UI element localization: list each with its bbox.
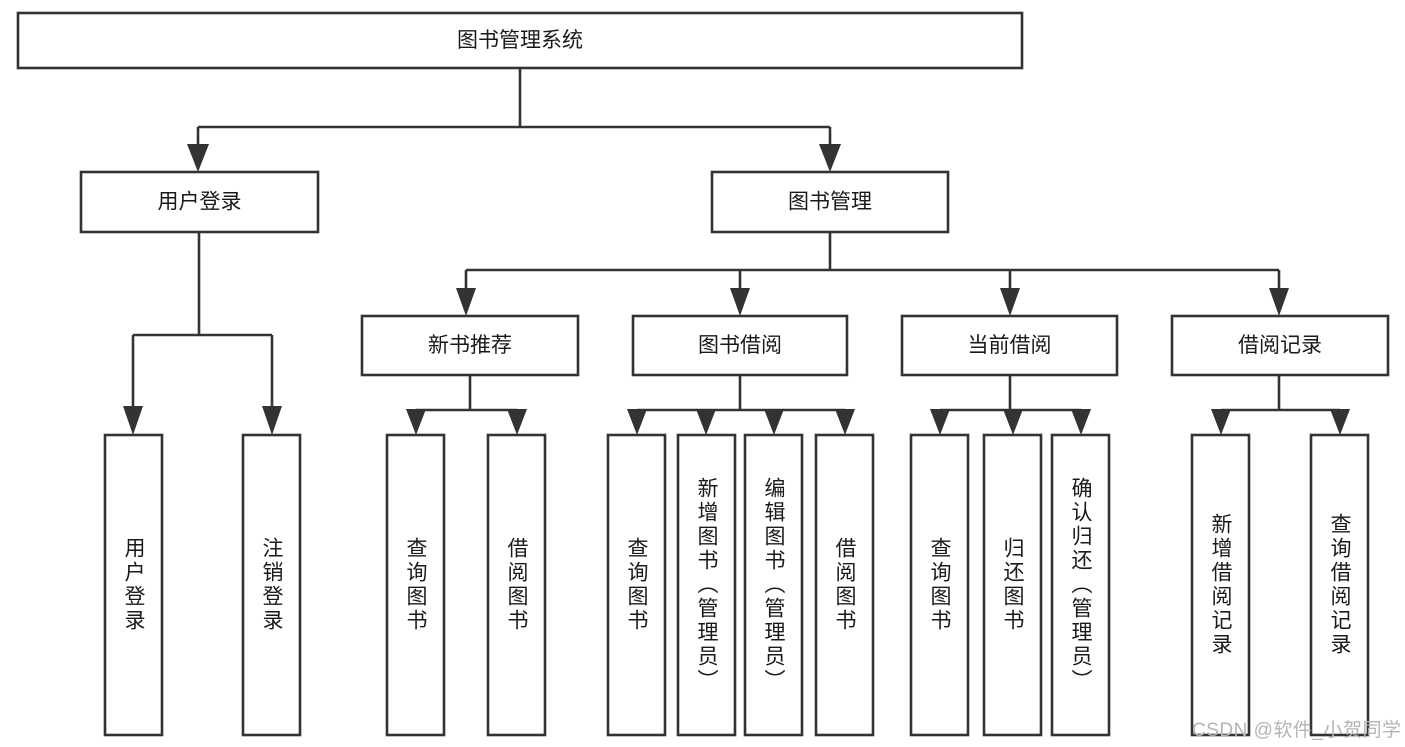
arrow-head-icon <box>696 409 716 435</box>
leaf-group <box>103 433 1370 737</box>
arrow-head-icon <box>507 409 527 435</box>
arrow-head-icon <box>1330 409 1350 435</box>
arrow-head-icon <box>930 409 950 435</box>
arrow-head-icon <box>123 406 143 435</box>
arrow-head-icon <box>627 409 647 435</box>
node-level2-box[interactable] <box>710 170 950 234</box>
node-leaf-box[interactable] <box>743 433 804 737</box>
connector-group-root <box>187 68 841 172</box>
node-level2[interactable]: 用户登录 <box>79 170 320 234</box>
node-leaf-box[interactable] <box>909 433 970 737</box>
watermark-text: CSDN @软件_小贺同学 <box>1192 720 1402 741</box>
node-level3-box[interactable] <box>900 314 1119 377</box>
arrow-head-icon <box>187 144 209 172</box>
node-leaf-box[interactable] <box>241 433 302 737</box>
node-level3-box[interactable] <box>631 314 849 377</box>
node-leaf-box[interactable] <box>103 433 164 737</box>
connector-group-user-login <box>123 232 282 435</box>
node-level3-label: 图书借阅 <box>698 334 782 357</box>
arrow-head-icon <box>1211 409 1231 435</box>
node-level3-label: 借阅记录 <box>1238 334 1322 357</box>
node-leaf-box[interactable] <box>385 433 446 737</box>
node-level3-label: 当前借阅 <box>968 334 1052 357</box>
arrow-head-icon <box>1003 409 1023 435</box>
arrow-head-icon <box>1269 288 1289 316</box>
arrow-head-icon <box>262 406 282 435</box>
level2-group: 用户登录 图书管理 <box>79 170 950 234</box>
connector-group-book-management <box>456 232 1289 316</box>
node-root-label: 图书管理系统 <box>457 29 583 52</box>
connector-group-new-book-recommend <box>406 375 527 435</box>
node-level3-box[interactable] <box>1170 314 1390 377</box>
node-leaf-box[interactable] <box>814 433 875 737</box>
node-leaf-box[interactable] <box>486 433 547 737</box>
arrow-head-icon <box>819 144 841 172</box>
node-root[interactable]: 图书管理系统 <box>16 11 1024 70</box>
node-level2-label: 图书管理 <box>788 191 872 214</box>
node-level3[interactable]: 新书推荐 <box>360 314 580 377</box>
node-level3-label: 新书推荐 <box>428 334 512 357</box>
arrow-head-icon <box>406 409 426 435</box>
node-level3-box[interactable] <box>360 314 580 377</box>
node-leaf-box[interactable] <box>982 433 1043 737</box>
connector-group-borrow-record <box>1211 375 1350 435</box>
node-leaf-box[interactable] <box>1190 433 1251 737</box>
connector-group-current-borrow <box>930 375 1091 435</box>
arrow-head-icon <box>1071 409 1091 435</box>
node-leaf-box[interactable] <box>606 433 667 737</box>
node-level2-label: 用户登录 <box>158 191 242 214</box>
node-leaf-box[interactable] <box>1309 433 1370 737</box>
node-leaf-box[interactable] <box>1050 433 1111 737</box>
level3-group: 新书推荐 图书借阅 当前借阅 借阅记录 <box>360 314 1390 377</box>
node-level2-box[interactable] <box>79 170 320 234</box>
arrow-head-icon <box>1000 288 1020 316</box>
arrow-head-icon <box>764 409 784 435</box>
node-level3[interactable]: 图书借阅 <box>631 314 849 377</box>
node-level2[interactable]: 图书管理 <box>710 170 950 234</box>
node-root-box[interactable] <box>16 11 1024 70</box>
node-level3[interactable]: 借阅记录 <box>1170 314 1390 377</box>
arrow-head-icon <box>835 409 855 435</box>
arrow-head-icon <box>730 288 750 316</box>
node-level3[interactable]: 当前借阅 <box>900 314 1119 377</box>
connector-group-book-borrow <box>627 375 855 435</box>
arrow-head-icon <box>456 288 476 316</box>
node-leaf-box[interactable] <box>676 433 737 737</box>
